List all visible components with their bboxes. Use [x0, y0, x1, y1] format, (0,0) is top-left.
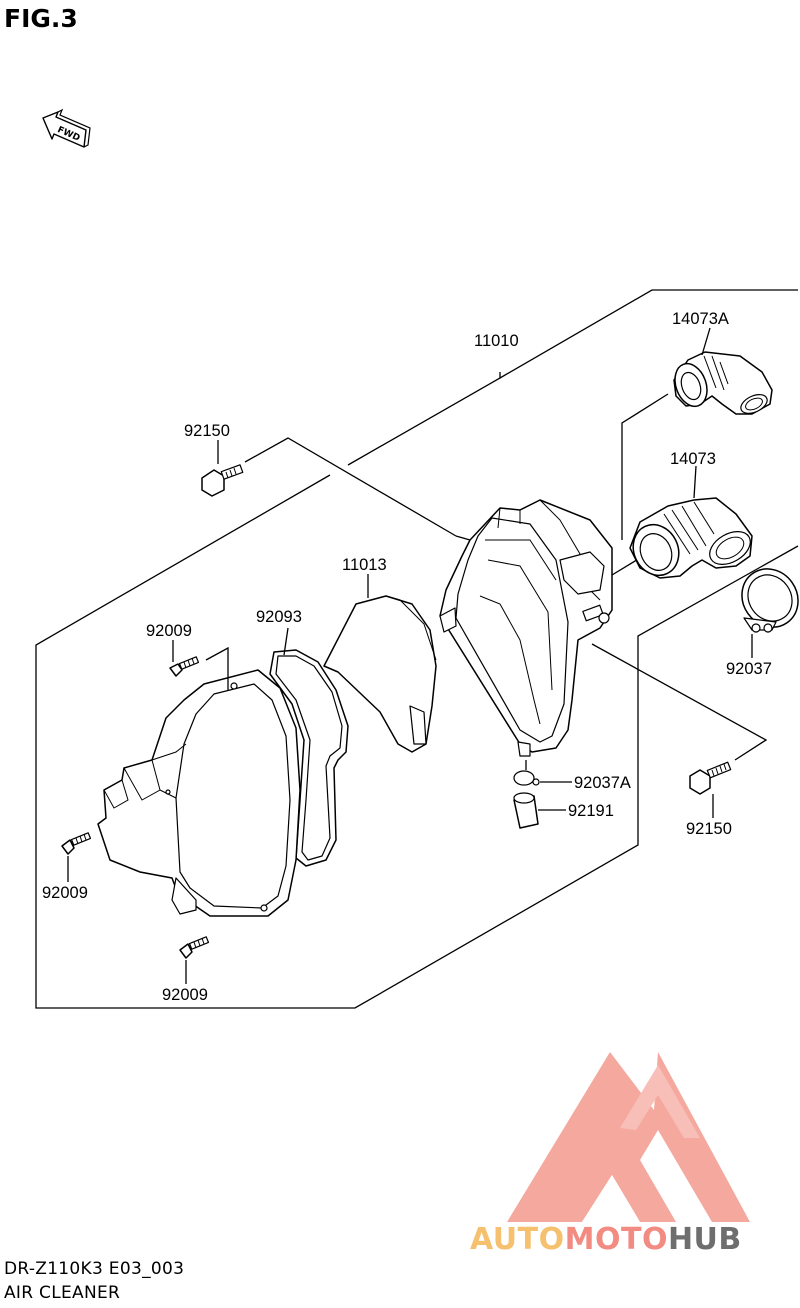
label-92150-right: 92150: [686, 820, 732, 838]
leader-lines: [67, 327, 714, 984]
joint-14073: [629, 497, 753, 579]
screw-92009-bottom: [179, 936, 210, 959]
air-cleaner-case-11010: [439, 499, 613, 757]
fwd-arrow-icon: FWD: [42, 108, 91, 148]
watermark-auto: AUTO: [470, 1222, 565, 1257]
label-92037a: 92037A: [574, 774, 631, 792]
drain-plug-92191: [513, 792, 539, 829]
watermark-logo: [507, 1052, 750, 1222]
filter-element-11013: [323, 595, 437, 753]
label-92191: 92191: [568, 802, 614, 820]
label-92009-bottom: 92009: [162, 986, 208, 1004]
label-92150-top: 92150: [184, 422, 230, 440]
watermark-moto: MOTO: [564, 1222, 668, 1257]
watermark-hub: HUB: [667, 1222, 742, 1257]
label-11010: 11010: [474, 332, 519, 350]
air-cleaner-cap: [97, 669, 301, 917]
bolt-92150-right: [689, 761, 732, 795]
label-14073a: 14073A: [672, 310, 729, 328]
label-92093: 92093: [256, 608, 302, 626]
label-11013: 11013: [342, 556, 387, 574]
watermark-text: AUTOMOTOHUB: [470, 1222, 742, 1257]
clamp-92037a: [513, 760, 540, 786]
section-name: AIR CLEANER: [4, 1283, 121, 1303]
model-code: DR-Z110K3 E03_003: [4, 1259, 185, 1279]
part-labels: 11010 14073A 14073 92150 11013 92093 920…: [42, 310, 772, 1004]
clamp-92037: [741, 568, 799, 658]
bolt-92150-top: [201, 464, 244, 497]
screw-92009-left: [61, 832, 92, 855]
label-92009-left: 92009: [42, 884, 88, 902]
gasket-92093: [269, 627, 349, 867]
label-92009-upper: 92009: [146, 622, 192, 640]
figure-title: FIG.3: [4, 4, 78, 33]
screw-92009-upper: [169, 656, 200, 677]
label-14073: 14073: [670, 450, 716, 468]
joint-14073a: [673, 351, 773, 415]
label-92037: 92037: [726, 660, 772, 678]
assembly-outline: [35, 289, 799, 1009]
